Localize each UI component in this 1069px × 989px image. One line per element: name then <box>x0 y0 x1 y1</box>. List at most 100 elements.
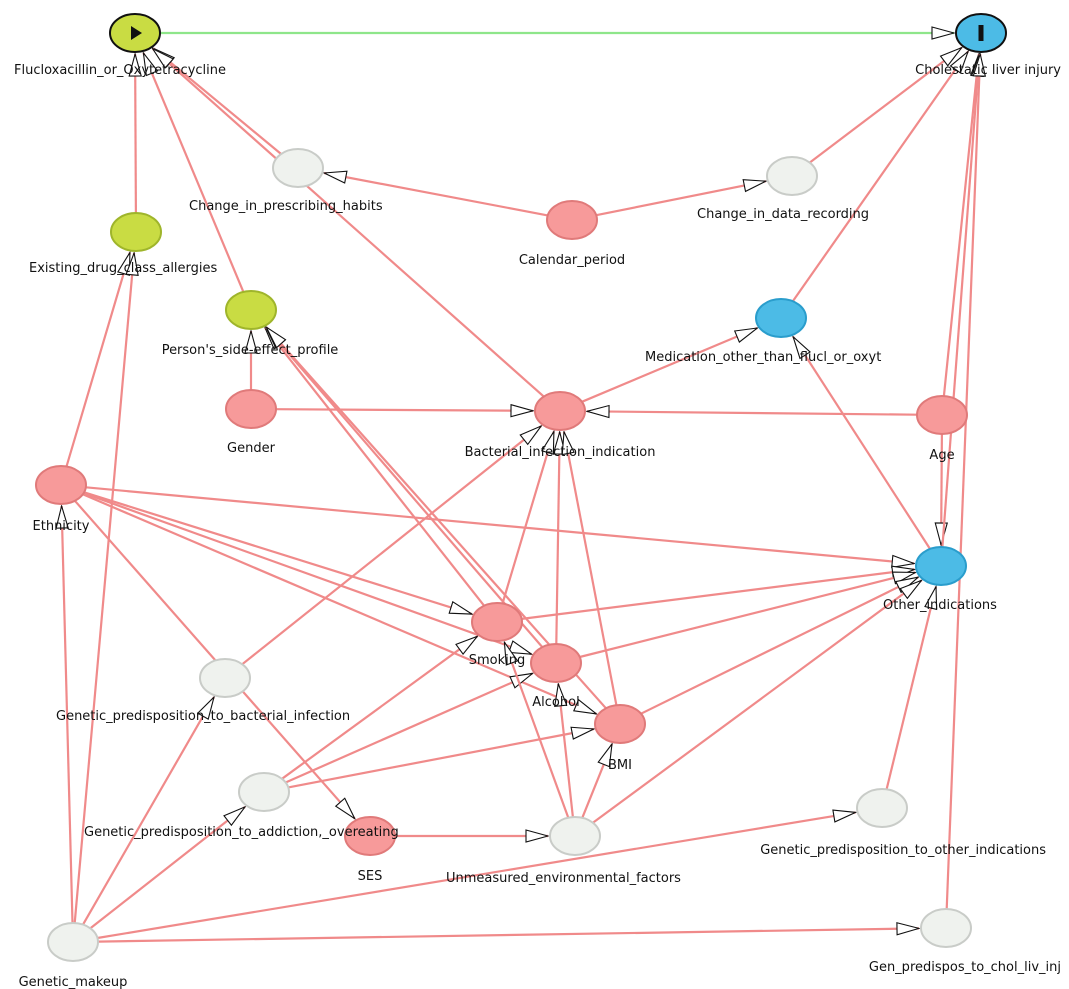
node-allergies[interactable] <box>110 212 162 252</box>
edge-alcohol-to-other_ind[interactable] <box>579 571 916 659</box>
node-medication-ellipse[interactable] <box>755 298 807 338</box>
edge-recording-to-outcome[interactable] <box>809 48 962 164</box>
node-gp_addict-ellipse[interactable] <box>238 772 290 812</box>
edge-unmeasured-to-smoking[interactable] <box>503 642 570 819</box>
node-gp_bact-ellipse[interactable] <box>199 658 251 698</box>
edge-unmeasured-to-bmi[interactable] <box>581 744 614 819</box>
node-alcohol-ellipse[interactable] <box>530 643 582 683</box>
edge-age-to-bacterial[interactable] <box>587 411 918 414</box>
node-prescribing[interactable] <box>272 148 324 188</box>
node-gender[interactable] <box>225 389 277 429</box>
edge-prescribing-to-exposure[interactable] <box>153 48 282 155</box>
edge-calendar-to-prescribing[interactable] <box>324 173 548 217</box>
edge-gp_addict-to-smoking[interactable] <box>281 636 477 780</box>
node-gp_chol-ellipse[interactable] <box>920 908 972 948</box>
node-ses-ellipse[interactable] <box>344 816 396 856</box>
edge-bacterial-to-exposure[interactable] <box>153 49 545 398</box>
node-gp_bact[interactable] <box>199 658 251 698</box>
node-recording[interactable] <box>766 156 818 196</box>
edge-genetic-to-allergies[interactable] <box>73 253 134 924</box>
node-calendar-ellipse[interactable] <box>546 200 598 240</box>
edge-bmi-to-bacterial[interactable] <box>564 432 618 706</box>
node-label-allergies: Existing_drug_class_allergies <box>29 261 218 276</box>
edge-medication-to-outcome[interactable] <box>791 51 968 302</box>
edge-ethnicity-to-alcohol[interactable] <box>83 492 532 656</box>
edge-sideeffect-to-exposure[interactable] <box>142 53 245 293</box>
edge-ethnicity-to-allergies[interactable] <box>65 253 131 467</box>
node-ethnicity[interactable] <box>35 465 87 505</box>
node-bacterial[interactable] <box>534 391 586 431</box>
node-sideeffect-ellipse[interactable] <box>225 290 277 330</box>
node-gp_addict[interactable] <box>238 772 290 812</box>
edge-genetic-to-gp_bact[interactable] <box>82 697 214 926</box>
edges-layer <box>62 33 981 943</box>
node-label-calendar: Calendar_period <box>519 253 625 268</box>
edge-smoking-to-sideeffect[interactable] <box>265 328 485 607</box>
edge-smoking-to-bacterial[interactable] <box>501 431 555 604</box>
node-allergies-ellipse[interactable] <box>110 212 162 252</box>
edge-bmi-to-other_ind[interactable] <box>640 576 918 715</box>
edge-calendar-to-recording[interactable] <box>595 181 766 217</box>
node-other_ind[interactable] <box>915 546 967 586</box>
node-age-ellipse[interactable] <box>916 395 968 435</box>
node-age[interactable] <box>916 395 968 435</box>
node-label-alcohol: Alcohol <box>532 695 579 710</box>
node-label-gp_bact: Genetic_predisposition_to_bacterial_infe… <box>56 709 350 724</box>
node-genetic-ellipse[interactable] <box>47 922 99 962</box>
edge-genetic-to-ethnicity[interactable] <box>62 506 74 924</box>
edge-gp_bact-to-bacterial[interactable] <box>241 426 541 666</box>
node-gp_other[interactable] <box>856 788 908 828</box>
node-gender-ellipse[interactable] <box>225 389 277 429</box>
edge-age-to-other_ind[interactable] <box>941 433 942 545</box>
node-unmeasured[interactable] <box>549 816 601 856</box>
node-prescribing-ellipse[interactable] <box>272 148 324 188</box>
edge-other_ind-to-outcome[interactable] <box>941 54 979 548</box>
edge-age-to-outcome[interactable] <box>942 54 979 397</box>
edge-gp_addict-to-alcohol[interactable] <box>285 672 533 784</box>
node-bacterial-ellipse[interactable] <box>534 391 586 431</box>
node-label-bmi: BMI <box>608 758 632 773</box>
node-label-prescribing: Change_in_prescribing_habits <box>189 199 383 214</box>
node-label-bacterial: Bacterial_infection_indication <box>465 445 656 460</box>
node-label-medication: Medication_other_than_flucl_or_oxyt <box>645 350 881 365</box>
node-label-outcome: Cholestatic liver injury <box>915 63 1061 78</box>
node-gp_chol[interactable] <box>920 908 972 948</box>
node-bmi-ellipse[interactable] <box>594 704 646 744</box>
edge-alcohol-to-bacterial[interactable] <box>556 432 559 645</box>
node-sideeffect[interactable] <box>225 290 277 330</box>
node-alcohol[interactable] <box>530 643 582 683</box>
node-exposure[interactable] <box>109 13 161 53</box>
edge-alcohol-to-sideeffect[interactable] <box>266 327 544 648</box>
edge-gp_chol-to-outcome[interactable] <box>945 54 981 910</box>
edge-unmeasured-to-other_ind[interactable] <box>592 580 922 824</box>
node-ethnicity-ellipse[interactable] <box>35 465 87 505</box>
edge-bacterial-to-medication[interactable] <box>581 326 757 403</box>
edge-other_ind-to-medication[interactable] <box>793 337 931 550</box>
edge-unmeasured-to-alcohol[interactable] <box>558 684 574 818</box>
edge-genetic-to-gp_addict[interactable] <box>89 807 245 930</box>
edge-ethnicity-to-other_ind[interactable] <box>85 486 914 563</box>
node-recording-ellipse[interactable] <box>766 156 818 196</box>
edge-gp_other-to-other_ind[interactable] <box>885 587 936 790</box>
edge-genetic-to-gp_other[interactable] <box>97 812 855 940</box>
node-smoking[interactable] <box>471 602 523 642</box>
node-other_ind-ellipse[interactable] <box>915 546 967 586</box>
edge-ethnicity-to-smoking[interactable] <box>83 491 472 616</box>
node-smoking-ellipse[interactable] <box>471 602 523 642</box>
node-medication[interactable] <box>755 298 807 338</box>
edge-gp_addict-to-bmi[interactable] <box>287 729 594 789</box>
node-outcome[interactable] <box>955 13 1007 53</box>
edge-gender-to-bacterial[interactable] <box>275 409 533 411</box>
node-genetic[interactable] <box>47 922 99 962</box>
edge-genetic-to-gp_chol[interactable] <box>97 928 919 943</box>
node-label-age: Age <box>929 448 954 463</box>
node-label-gender: Gender <box>227 441 276 456</box>
edge-smoking-to-other_ind[interactable] <box>521 569 915 620</box>
node-unmeasured-ellipse[interactable] <box>549 816 601 856</box>
edge-allergies-to-exposure[interactable] <box>135 54 136 214</box>
node-ses[interactable] <box>344 816 396 856</box>
node-gp_other-ellipse[interactable] <box>856 788 908 828</box>
node-bmi[interactable] <box>594 704 646 744</box>
node-calendar[interactable] <box>546 200 598 240</box>
